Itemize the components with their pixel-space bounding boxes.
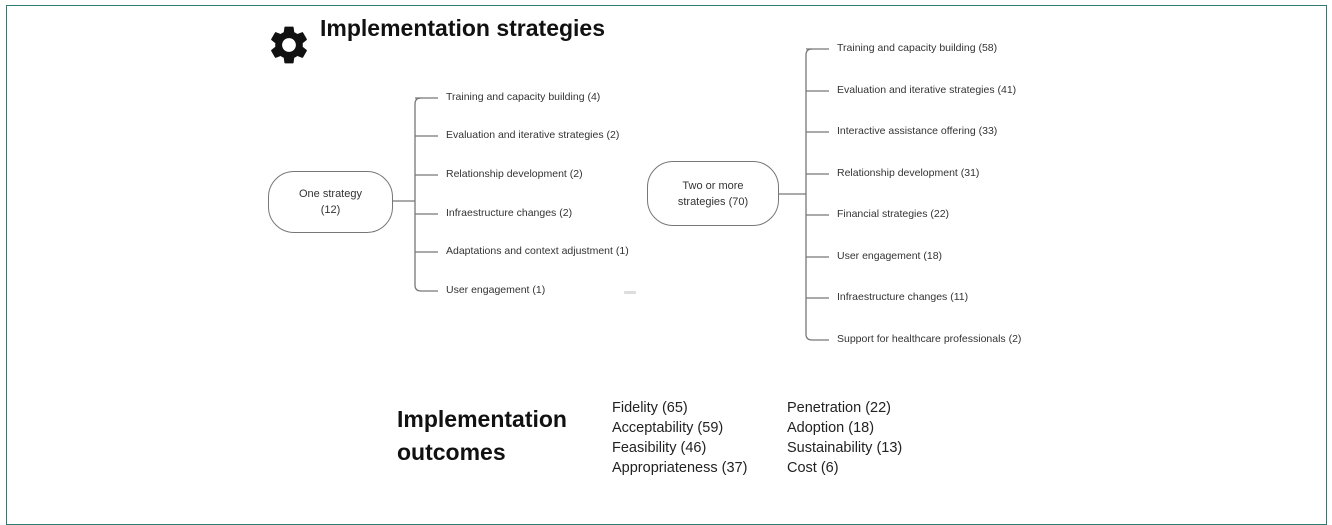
two-or-more-label: Two or more	[682, 179, 744, 192]
outcome-item: Appropriateness (37)	[612, 460, 748, 476]
right-leaf: Support for healthcare professionals (2)	[837, 333, 1022, 345]
outcomes-column-1: Fidelity (65) Acceptability (59) Feasibi…	[612, 398, 747, 478]
left-leaf: Training and capacity building (4)	[446, 91, 601, 103]
gear-icon	[271, 26, 307, 64]
outcome-item: Penetration (22)	[787, 400, 891, 416]
outcomes-title-line1: Implementation	[397, 406, 567, 432]
outcomes-title-line2: outcomes	[397, 439, 506, 465]
right-leaf: User engagement (18)	[837, 250, 943, 262]
two-or-more-node: Two or more strategies (70)	[647, 161, 779, 226]
outcome-item: Sustainability (13)	[787, 440, 903, 456]
right-leaf: Training and capacity building (58)	[837, 42, 998, 54]
right-leaf: Infraestructure changes (11)	[837, 291, 969, 303]
one-strategy-count: (12)	[320, 204, 341, 216]
outcome-item: Feasibility (46)	[612, 440, 707, 456]
right-leaf: Financial strategies (22)	[837, 208, 950, 220]
page-title: Implementation strategies	[320, 15, 606, 41]
left-leaf: User engagement (1)	[446, 284, 546, 296]
outcome-item: Cost (6)	[787, 460, 839, 476]
outcomes-title: Implementation outcomes	[397, 403, 567, 469]
outcomes-column-2: Penetration (22) Adoption (18) Sustainab…	[787, 398, 902, 478]
one-strategy-node: One strategy (12)	[268, 171, 393, 233]
one-strategy-label: One strategy	[299, 188, 362, 200]
right-leaf: Evaluation and iterative strategies (41)	[837, 84, 1017, 96]
left-leaf: Relationship development (2)	[446, 168, 583, 180]
left-leaf: Infraestructure changes (2)	[446, 207, 573, 219]
outcome-item: Acceptability (59)	[612, 420, 724, 436]
outcome-item: Adoption (18)	[787, 420, 875, 436]
two-or-more-count: strategies (70)	[677, 195, 749, 208]
left-leaf: Adaptations and context adjustment (1)	[446, 245, 629, 257]
handle-mark	[624, 291, 636, 294]
right-leaf: Interactive assistance offering (33)	[837, 125, 998, 137]
right-leaf: Relationship development (31)	[837, 167, 980, 179]
connector-lines	[392, 48, 829, 341]
outcome-item: Fidelity (65)	[612, 400, 688, 416]
left-leaf: Evaluation and iterative strategies (2)	[446, 129, 620, 141]
